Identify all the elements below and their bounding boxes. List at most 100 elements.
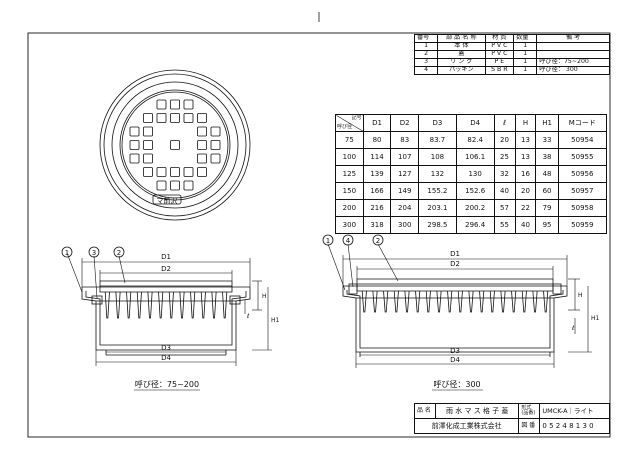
size-cell: 20 bbox=[514, 182, 537, 200]
right-dim-d4: D4 bbox=[450, 356, 460, 364]
parts-header-no: 番号 bbox=[413, 34, 439, 43]
parts-header-material: 材 質 bbox=[484, 34, 515, 43]
grate-slot bbox=[156, 180, 167, 191]
title-block-row-company: 前澤化成工業株式会社 図 番 0 5 2 4 8 1 3 0 bbox=[413, 418, 610, 434]
model-number: UMCK-A｜ライト bbox=[539, 403, 610, 419]
size-cell: 82.4 bbox=[455, 131, 495, 149]
right-caption: 呼び径：300 bbox=[433, 379, 480, 389]
grate-slot bbox=[129, 126, 140, 137]
right-callout-4: 4 bbox=[346, 237, 351, 245]
size-cell: 155.2 bbox=[418, 182, 457, 200]
size-header-l: ℓ bbox=[493, 114, 516, 132]
left-callout-1: 1 bbox=[65, 249, 69, 257]
left-dim-d2: D2 bbox=[161, 265, 171, 273]
parts-table: 番号 部 品 名 称 材 質 数量 備 考 1 本 体 P V C 1 2 蓋 … bbox=[413, 34, 610, 75]
part-material: P E bbox=[484, 58, 515, 67]
grate-rib bbox=[115, 291, 121, 319]
size-cell: 60 bbox=[535, 182, 559, 200]
grate-slot bbox=[183, 113, 194, 123]
grate-rib bbox=[404, 290, 410, 313]
grate-rib bbox=[168, 291, 174, 319]
part-no: 2 bbox=[413, 50, 439, 59]
grate-slot bbox=[210, 140, 221, 150]
size-cell: 33 bbox=[535, 131, 559, 149]
parts-header-qty: 数量 bbox=[513, 34, 538, 43]
right-dim-h: H bbox=[578, 292, 583, 299]
left-dim-h: H bbox=[262, 293, 267, 300]
size-cell: 298.5 bbox=[418, 216, 457, 234]
table-row: 2 蓋 P V C 1 bbox=[413, 50, 610, 59]
size-cell: 55 bbox=[493, 216, 516, 234]
part-no: 3 bbox=[413, 58, 439, 67]
size-cell: 16 bbox=[514, 165, 537, 183]
grate-slot bbox=[170, 113, 180, 123]
part-material: S B R bbox=[484, 66, 515, 75]
grate-rib bbox=[372, 290, 378, 313]
grate-slot bbox=[129, 153, 140, 164]
right-callout-2: 2 bbox=[376, 237, 380, 245]
left-dim-h1: H1 bbox=[271, 317, 280, 324]
size-cell: 107 bbox=[390, 148, 420, 166]
size-cell: 152.6 bbox=[455, 182, 495, 200]
part-remarks bbox=[536, 50, 610, 59]
grate-slot bbox=[197, 153, 207, 164]
size-cell: 80 bbox=[362, 131, 392, 149]
size-cell: 125 bbox=[335, 165, 364, 183]
size-cell: 204 bbox=[390, 199, 420, 217]
grate-slot bbox=[183, 167, 194, 177]
size-cell: 203.1 bbox=[418, 199, 457, 217]
table-row: 3 リ ン グ P E 1 呼び径：75~200 bbox=[413, 58, 610, 67]
grate-rib bbox=[479, 290, 485, 313]
grate-rib bbox=[158, 291, 164, 319]
grate-rib bbox=[190, 291, 196, 319]
grate-rib bbox=[468, 290, 474, 313]
left-dim-d4: D4 bbox=[161, 354, 171, 362]
size-cell: 32 bbox=[493, 165, 516, 183]
grate-rib bbox=[200, 291, 206, 319]
grate-rib bbox=[383, 290, 389, 313]
title-block-row-name: 品 名 雨 水 マ ス 格 子 蓋 形式 (品番) UMCK-A｜ライト bbox=[414, 403, 610, 419]
grate-slot bbox=[197, 126, 207, 137]
grate-rib bbox=[500, 290, 506, 313]
size-cell: 40 bbox=[493, 182, 516, 200]
grate-rib bbox=[179, 291, 185, 319]
grate-slot bbox=[129, 140, 140, 150]
size-cell: 50957 bbox=[557, 182, 608, 200]
part-remarks: 呼び径：75~200 bbox=[536, 58, 610, 67]
product-name: 雨 水 マ ス 格 子 蓋 bbox=[434, 403, 520, 419]
grate-rib bbox=[126, 291, 132, 319]
size-cell: 150 bbox=[335, 182, 364, 200]
left-dim-l: ℓ bbox=[246, 313, 249, 320]
size-cell: 200 bbox=[335, 199, 364, 217]
grate-rib bbox=[147, 291, 153, 319]
part-qty: 1 bbox=[513, 50, 538, 59]
top-view bbox=[99, 69, 251, 221]
grate-rib bbox=[425, 290, 431, 313]
grate-slot bbox=[197, 140, 207, 150]
grate-slot bbox=[183, 99, 194, 110]
part-qty: 1 bbox=[513, 66, 538, 75]
right-dim-d2: D2 bbox=[450, 260, 460, 268]
grate-rib bbox=[489, 290, 495, 313]
name-label: 品 名 bbox=[414, 403, 436, 419]
size-header-d3: D3 bbox=[418, 114, 457, 132]
part-name: 本 体 bbox=[437, 42, 486, 51]
grate-slot bbox=[210, 126, 221, 137]
grate-slot bbox=[183, 180, 194, 191]
size-cell: 132 bbox=[418, 165, 457, 183]
right-dim-d1: D1 bbox=[450, 250, 460, 258]
dimension-lines bbox=[66, 243, 592, 391]
grate-rib bbox=[393, 290, 399, 313]
size-cell: 300 bbox=[390, 216, 420, 234]
title-block: 品 名 雨 水 マ ス 格 子 蓋 形式 (品番) UMCK-A｜ライト 前澤化… bbox=[413, 403, 610, 434]
parts-header-name: 部 品 名 称 bbox=[437, 34, 486, 43]
grate-slot bbox=[143, 113, 153, 123]
size-cell: 106.1 bbox=[455, 148, 495, 166]
size-cell: 50959 bbox=[557, 216, 608, 234]
size-header-h1: H1 bbox=[535, 114, 559, 132]
grate-slot bbox=[156, 99, 167, 110]
